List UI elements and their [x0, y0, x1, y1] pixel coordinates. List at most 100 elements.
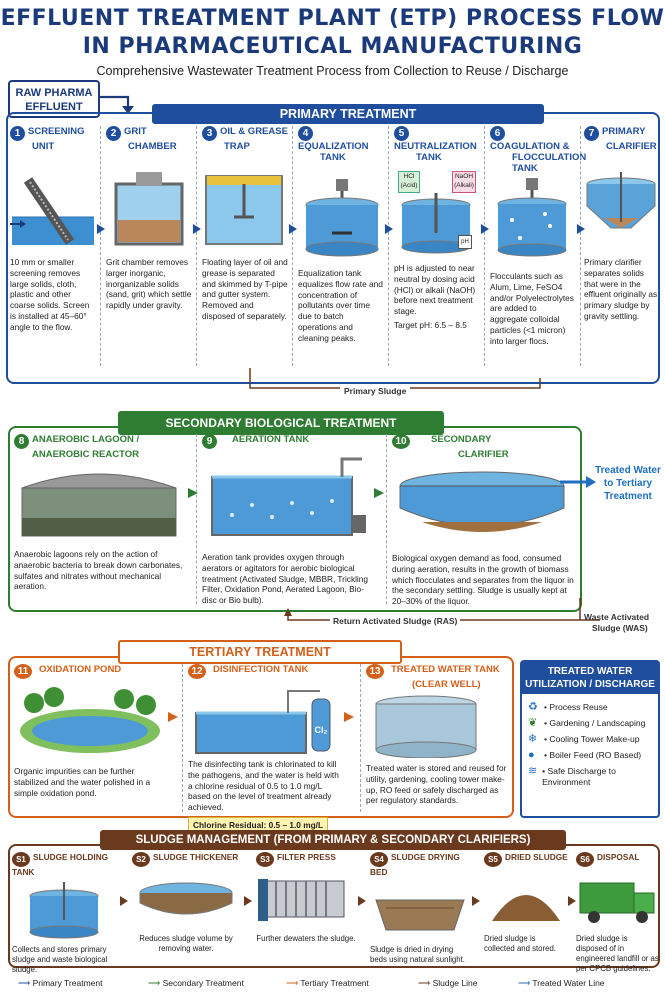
flow-arrow [385, 224, 393, 234]
out-label-1: Treated Water [595, 465, 661, 476]
step-number: 3 [202, 126, 217, 141]
legend-item: ⟶ Tertiary Treatment [286, 978, 369, 989]
page-subtitle: Comprehensive Wastewater Treatment Proce… [96, 64, 569, 78]
legend-label: Tertiary Treatment [300, 978, 369, 988]
legend-label: Sludge Line [432, 978, 478, 988]
raw-effluent-label-1: RAW PHARMA [15, 87, 93, 99]
utilization-list: ♻ • Process Reuse ❦ • Gardening / Landscap… [522, 694, 658, 801]
list-item: ● • Boiler Feed (RO Based) [528, 750, 652, 761]
flow-arrow [577, 224, 585, 234]
step-number: 11 [14, 664, 32, 679]
step-name-2: TANK [320, 152, 346, 163]
hcl-sub-label: (Acid) [400, 182, 418, 189]
oxidation-pond-illustration [20, 687, 160, 753]
step-name: DISPOSAL [597, 852, 640, 862]
step-name: EQUALIZATION [298, 141, 369, 152]
flow-arrow [344, 712, 354, 722]
utilization-title: TREATED WATER UTILIZATION / DISCHARGE [522, 662, 658, 694]
legend-item: ⟶ Primary Treatment [18, 978, 102, 989]
screening-unit-illustration [10, 177, 94, 245]
oil-grease-trap-illustration [205, 175, 283, 245]
step-name-2: (CLEAR WELL) [412, 679, 481, 690]
step-description: Floating layer of oil and grease is sepa… [202, 257, 288, 321]
divider [580, 126, 581, 366]
step-number: 13 [366, 664, 384, 679]
step-number: S6 [576, 852, 594, 867]
step-description: Dried sludge is disposed of in engineere… [576, 934, 659, 973]
item-text: • Process Reuse [544, 702, 608, 712]
step-description: Collects and stores primary sludge and w… [12, 945, 108, 974]
divider [484, 126, 485, 366]
naoh-label: NaOH [454, 173, 474, 180]
treated-water-arrow [560, 476, 596, 488]
step-name: COAGULATION & [490, 141, 570, 152]
step-name-2: CLARIFIER [458, 449, 509, 460]
holding-tank-illustration [29, 882, 99, 939]
utilization-title-2: UTILIZATION / DISCHARGE [525, 679, 655, 690]
step-name-2: CHAMBER [128, 141, 177, 152]
step-description: Reduces sludge volume by removing water. [139, 934, 233, 953]
step-description: Primary clarifier separates solids that … [584, 257, 658, 321]
step-number: 4 [298, 126, 313, 141]
legend-item: ⟶ Secondary Treatment [148, 978, 244, 989]
sludge-banner: SLUDGE MANAGEMENT (FROM PRIMARY & SECOND… [100, 830, 566, 850]
disposal-truck-illustration [579, 882, 655, 923]
step-number: 7 [584, 126, 599, 141]
was-label: Waste Activated Sludge (WAS) [584, 612, 649, 634]
waves-icon: ≋ [528, 765, 538, 777]
step-number: 5 [394, 126, 409, 141]
target-ph: Target pH: 6.5 – 8.5 [394, 319, 467, 330]
divider [196, 126, 197, 366]
ph-probe: pH [458, 235, 472, 249]
step-number: 1 [10, 126, 25, 141]
droplet-icon: ● [528, 749, 535, 761]
secondary-banner: SECONDARY BIOLOGICAL TREATMENT [118, 411, 444, 435]
dried-sludge-illustration [492, 895, 560, 921]
legend-item: ⟶ Sludge Line [418, 978, 477, 989]
item-text: • Gardening / Landscaping [544, 718, 646, 728]
divider [388, 126, 389, 366]
drying-bed-illustration [375, 899, 465, 931]
recycle-icon: ♻ [528, 701, 538, 713]
divider [100, 126, 101, 366]
step-description: Further dewaters the sludge. [256, 934, 356, 943]
hcl-label: HCl [403, 173, 415, 180]
leaf-icon: ❦ [528, 717, 538, 729]
step-number: 10 [392, 434, 410, 449]
step-name-2: CLARIFIER [606, 141, 657, 152]
secondary-clarifier-illustration [399, 471, 565, 532]
raw-feed-arrow [100, 95, 134, 114]
raw-effluent-label-2: EFFLUENT [25, 101, 83, 113]
was-label-1: Waste Activated [584, 612, 650, 622]
item-text: • Boiler Feed (RO Based) [544, 750, 642, 760]
flow-arrow [244, 896, 252, 906]
step-description: Dried sludge is collected and stored. [484, 934, 556, 953]
divider [292, 126, 293, 366]
coagulation-tank-illustration [497, 178, 567, 257]
flow-arrow [568, 896, 576, 906]
flow-arrow [168, 712, 178, 722]
cl2-label: Cl₂ [314, 725, 328, 735]
step-number: 12 [188, 664, 206, 679]
step-equalization-tank: 4EQUALIZATION TANK Equalization tank equ… [298, 126, 384, 344]
step-name-2: UNIT [32, 141, 55, 152]
arrow-icon: ⟶ [418, 978, 431, 988]
divider [386, 434, 387, 604]
step-number: S5 [484, 852, 502, 867]
neutralization-tank-illustration: HCl(Acid) NaOH(Alkali) pH [394, 163, 480, 263]
step-name-2: TANK [416, 152, 442, 163]
step-description: Anaerobic lagoons rely on the action of … [14, 549, 183, 592]
grit-chamber-illustration [114, 172, 184, 246]
snowflake-icon: ❄ [528, 733, 538, 745]
step-name: PRIMARY [602, 126, 646, 137]
was-label-2: Sludge (WAS) [592, 623, 648, 633]
item-text: • Cooling Tower Make-up [544, 734, 640, 744]
